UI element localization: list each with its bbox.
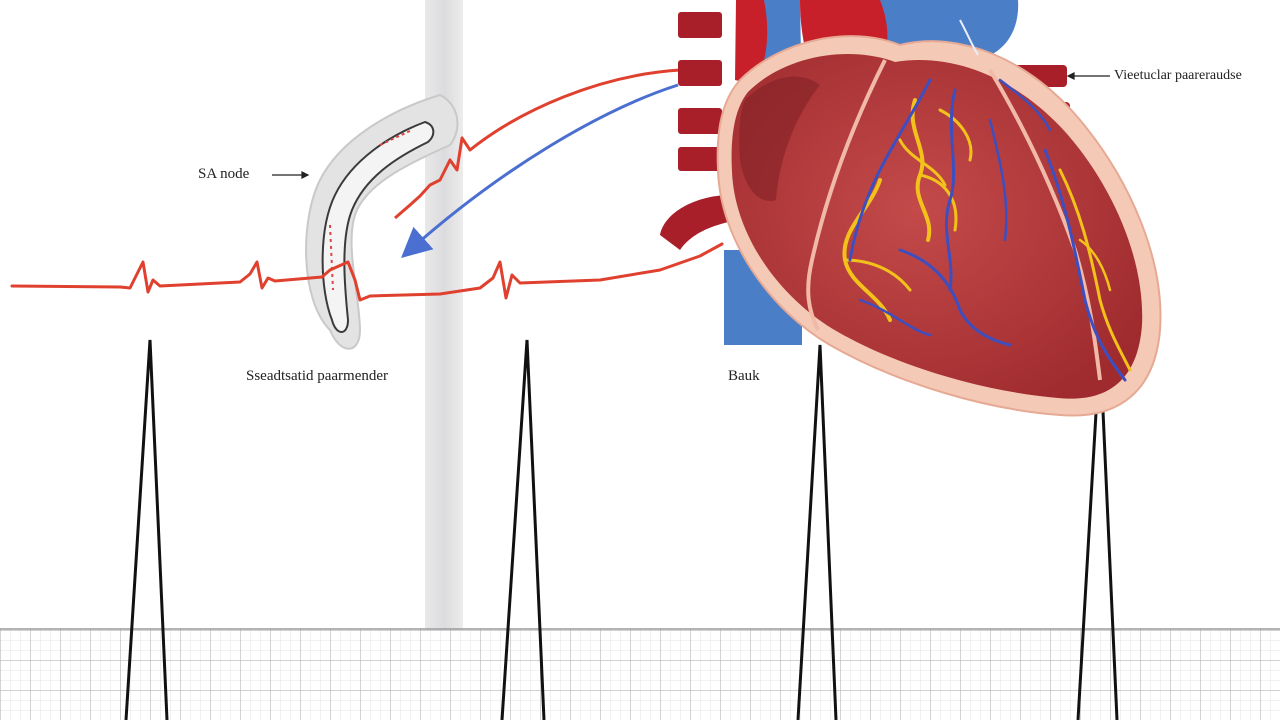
conduction-arrow-blue	[401, 83, 679, 258]
conduction-arrow-red	[394, 68, 681, 220]
heart-illustration	[660, 0, 1162, 417]
spike-1	[124, 339, 169, 720]
pacemaker-device-icon	[305, 93, 459, 350]
label-bundle: Bauk	[728, 368, 760, 384]
label-ventricular: Vieetuclar paareraudse	[1114, 68, 1242, 83]
label-pacemaker: Sseadtsatid paarmender	[246, 368, 389, 384]
label-leaders	[272, 72, 1110, 179]
ecg-trace	[10, 242, 724, 302]
ecg-grid-paper	[0, 628, 1280, 720]
spike-3	[796, 344, 838, 720]
background-pillar	[425, 0, 463, 630]
label-sa-node: SA node	[198, 166, 250, 182]
spike-2	[500, 339, 546, 720]
